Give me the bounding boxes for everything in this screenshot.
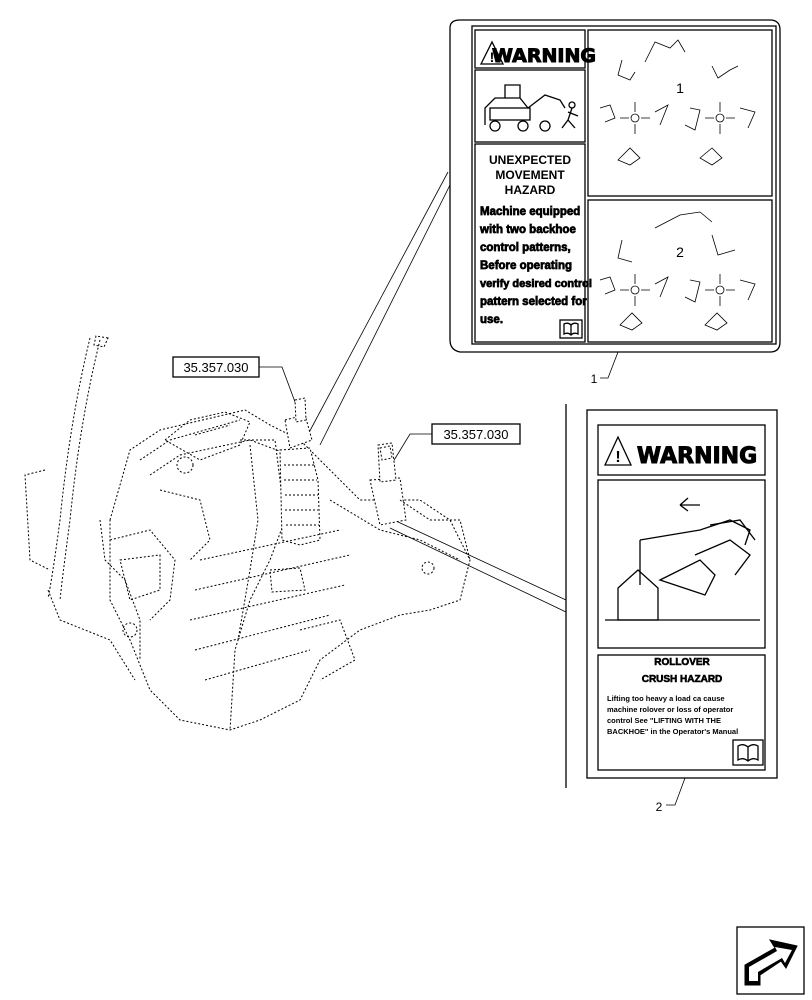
- decal-1-warning-panel: [474, 29, 586, 69]
- svg-text:control See "LIFTING WITH THE: control See "LIFTING WITH THE: [607, 716, 721, 725]
- decal-1-text-panel: [474, 143, 586, 343]
- control-pattern-1-diagram: [599, 39, 756, 166]
- decal-1-hazard-title: UNEXPECTED MOVEMENT HAZARD: [489, 153, 571, 197]
- callout-1[interactable]: 35.357.030: [172, 356, 299, 411]
- svg-text:HAZARD: HAZARD: [505, 183, 556, 197]
- control-pattern-1-panel: [587, 29, 773, 197]
- svg-text:ROLLOVER: ROLLOVER: [654, 657, 710, 668]
- decal-2-leader: [666, 777, 686, 806]
- callout-2[interactable]: 35.357.030: [384, 423, 521, 476]
- svg-text:control patterns,: control patterns,: [480, 242, 571, 254]
- decal-1-warning-text: WARNING: [492, 45, 596, 67]
- callout-1-leader: [259, 366, 299, 411]
- next-page-arrow-icon[interactable]: [736, 926, 805, 995]
- decal-1-pictogram-panel: [474, 69, 586, 143]
- decal-2-hazard-title: ROLLOVER CRUSH HAZARD: [641, 657, 723, 686]
- svg-text:MOVEMENT: MOVEMENT: [495, 168, 565, 182]
- warning-triangle-icon: !: [603, 435, 633, 466]
- decal-1-outline: [449, 19, 781, 353]
- svg-text:Machine equipped: Machine equipped: [480, 206, 580, 218]
- callout-1-ref: 35.357.030: [183, 360, 248, 375]
- item-number-2: 2: [656, 800, 663, 814]
- svg-text:verify desired control: verify desired control: [480, 278, 592, 290]
- svg-text:BACKHOE" in the Operator's Man: BACKHOE" in the Operator's Manual: [607, 727, 738, 736]
- cab-platform-drawing: [24, 335, 471, 731]
- svg-text:!: !: [615, 449, 620, 466]
- decal-1-frame: [471, 25, 777, 345]
- item-number-1: 1: [591, 372, 598, 386]
- control-pattern-2-diagram: [599, 211, 756, 331]
- warning-triangle-icon: !: [479, 40, 505, 65]
- control-pattern-2-panel: [587, 199, 773, 343]
- svg-text:Before operating: Before operating: [480, 260, 572, 272]
- manual-book-icon: [732, 739, 764, 766]
- control-pattern-2-label: 2: [676, 244, 684, 260]
- svg-text:machine rolover or loss of ope: machine rolover or loss of operator: [607, 705, 733, 714]
- svg-text:with two backhoe: with two backhoe: [479, 224, 576, 236]
- control-pattern-1-label: 1: [676, 80, 684, 96]
- decal-1-leader: [600, 351, 619, 379]
- decal-2-frame: [586, 409, 778, 779]
- decal-1-body-text: Machine equipped with two backhoe contro…: [479, 206, 593, 327]
- decal-2-warning-text: WARNING: [637, 444, 757, 469]
- rollover-pictogram: [605, 497, 760, 621]
- svg-text:use.: use.: [480, 314, 503, 326]
- leader-lines: [304, 171, 567, 613]
- decal-2: ! WARNING ROLLOVER CRUSH HAZARD Lifting …: [565, 404, 778, 814]
- svg-text:UNEXPECTED: UNEXPECTED: [489, 153, 571, 167]
- manual-book-icon: [559, 319, 583, 339]
- decal-2-body-text: Lifting too heavy a load ca cause machin…: [607, 694, 738, 736]
- svg-text:pattern selected for: pattern selected for: [480, 296, 587, 308]
- decal-2-pictogram-panel: [597, 479, 766, 649]
- svg-text:Lifting too heavy a load ca ca: Lifting too heavy a load ca cause: [607, 694, 725, 703]
- decal-2-text-panel: [597, 654, 766, 771]
- svg-text:CRUSH HAZARD: CRUSH HAZARD: [642, 674, 723, 685]
- decal-2-warning-panel: [597, 424, 766, 476]
- svg-text:!: !: [490, 49, 495, 65]
- decal-1: ! WARNING UNEXPECTED MOVEMENT HAZARD Mac…: [449, 19, 781, 386]
- machine-crush-pictogram: [484, 84, 579, 132]
- callout-2-ref: 35.357.030: [443, 427, 508, 442]
